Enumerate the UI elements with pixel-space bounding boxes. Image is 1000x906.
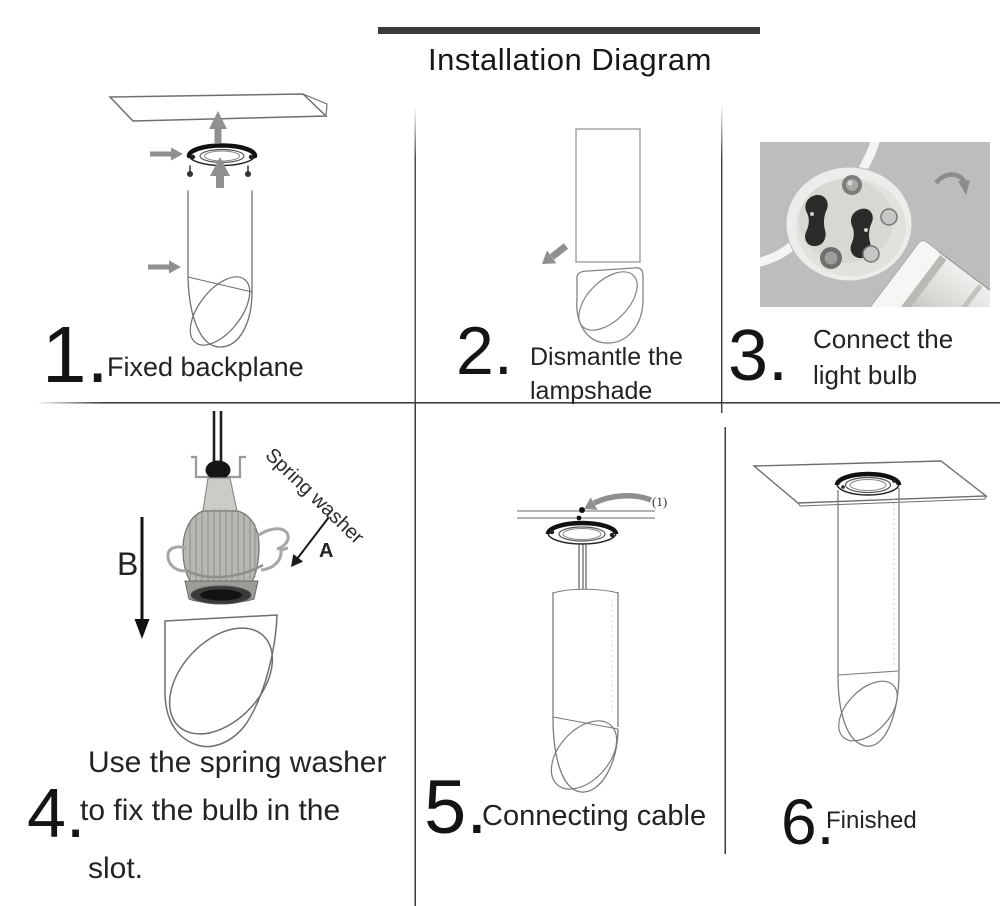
socket-slot: [805, 194, 828, 247]
step-4-caption-line-2: to fix the bulb in the: [80, 794, 341, 827]
socket-slot: [850, 208, 873, 259]
ring-screws: [186, 165, 252, 178]
step5-figure: [517, 493, 655, 793]
ceiling-lines: [517, 510, 655, 519]
step-2-caption-line-2: lampshade: [530, 377, 653, 405]
gu10-socket: [785, 166, 913, 282]
down-arrow-b: [134, 517, 150, 639]
lampshade-slot: [164, 614, 278, 748]
grid-divider-vertical-bottom-1: [414, 403, 416, 906]
title-bar: [378, 27, 760, 34]
step-5-caption-line-1: Connecting cable: [482, 800, 707, 832]
step-3-number: 3.: [728, 316, 789, 396]
step4-figure: [134, 411, 330, 748]
grid-divider-horizontal: [35, 402, 1000, 404]
up-arrow-to-ring: [210, 157, 230, 188]
page-title: Installation Diagram: [428, 42, 712, 77]
label-a: A: [319, 540, 334, 562]
mounting-ring: [186, 143, 258, 167]
spring-washer-wire: [166, 527, 290, 579]
label-b: B: [117, 546, 139, 582]
bulb-neck: [202, 477, 238, 512]
side-arrow-to-ring: [150, 147, 183, 161]
bulb-ribs: [189, 509, 256, 582]
grid-divider-vertical-top-2: [721, 104, 723, 413]
remove-arrow: [542, 243, 569, 264]
rotate-arrow: [934, 172, 970, 195]
step-5-number: 5.: [424, 765, 488, 850]
cable-fix-point: [579, 507, 585, 513]
cable-ref-arrow: [584, 493, 653, 510]
lamp-body: [187, 190, 253, 348]
cable-ref-label: (1): [652, 494, 668, 509]
step-3-caption-line-1: Connect the: [813, 324, 954, 354]
lampshade-tube: [575, 128, 641, 263]
socket-pin: [880, 208, 898, 226]
lamp-body: [550, 588, 619, 793]
hanging-cable: [212, 411, 223, 462]
step-1-caption-line-1: Fixed backplane: [107, 352, 304, 382]
up-arrow-to-panel: [209, 111, 227, 143]
grid-divider-vertical-top-1: [414, 106, 416, 403]
socket-pin: [862, 245, 880, 263]
light-bulb: [869, 240, 990, 307]
step-3-caption-line-2: light bulb: [813, 360, 918, 390]
step-2-number: 2.: [456, 313, 513, 389]
lamp-bottom-piece: [576, 267, 644, 344]
step1-figure: [108, 93, 328, 348]
step6-figure: [752, 460, 988, 747]
step-4-caption-line-1: Use the spring washer: [88, 746, 387, 779]
connecting-cable: [578, 544, 587, 589]
mounting-ring: [545, 520, 619, 545]
step-2-caption-line-1: Dismantle the: [530, 343, 683, 371]
step-4-number: 4.: [27, 774, 86, 852]
lamp-body: [837, 488, 900, 747]
cable-connector: [205, 460, 231, 480]
pointer-arrow-a: [291, 516, 330, 567]
step-6-number: 6.: [781, 786, 835, 858]
grid-dividers: [35, 104, 1000, 906]
step-1-number: 1.: [42, 310, 109, 399]
mounting-ring: [834, 471, 902, 496]
step2-figure: [542, 128, 644, 344]
step3-photo: [760, 142, 990, 307]
side-arrow-to-body: [148, 260, 181, 274]
step-4-caption-line-3: slot.: [88, 852, 144, 885]
grid-divider-vertical-bottom-2: [724, 427, 726, 854]
step-6-caption-line-1: Finished: [826, 807, 917, 834]
